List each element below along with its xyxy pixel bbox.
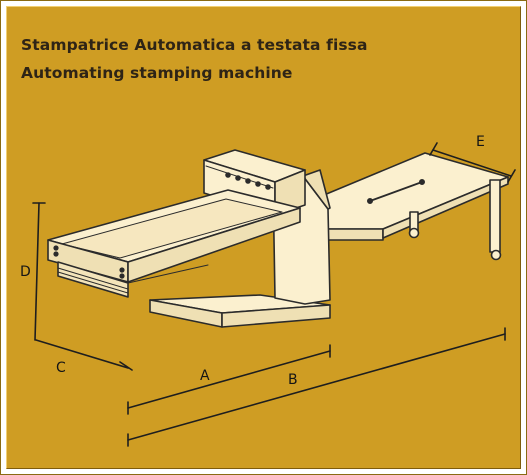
dimension-label-a: A xyxy=(200,368,210,384)
dimension-label-e: E xyxy=(476,134,485,150)
outfeed-table xyxy=(299,152,509,241)
dimension-label-b: B xyxy=(288,372,298,388)
dimension-label-c: C xyxy=(56,360,66,376)
dimension-label-d: D xyxy=(20,264,31,280)
table-legs xyxy=(408,179,502,261)
dimension-lines xyxy=(32,142,516,447)
title-english: Automating stamping machine xyxy=(21,64,293,82)
infeed-table xyxy=(47,189,301,298)
title-italian: Stampatrice Automatica a testata fissa xyxy=(21,36,368,54)
